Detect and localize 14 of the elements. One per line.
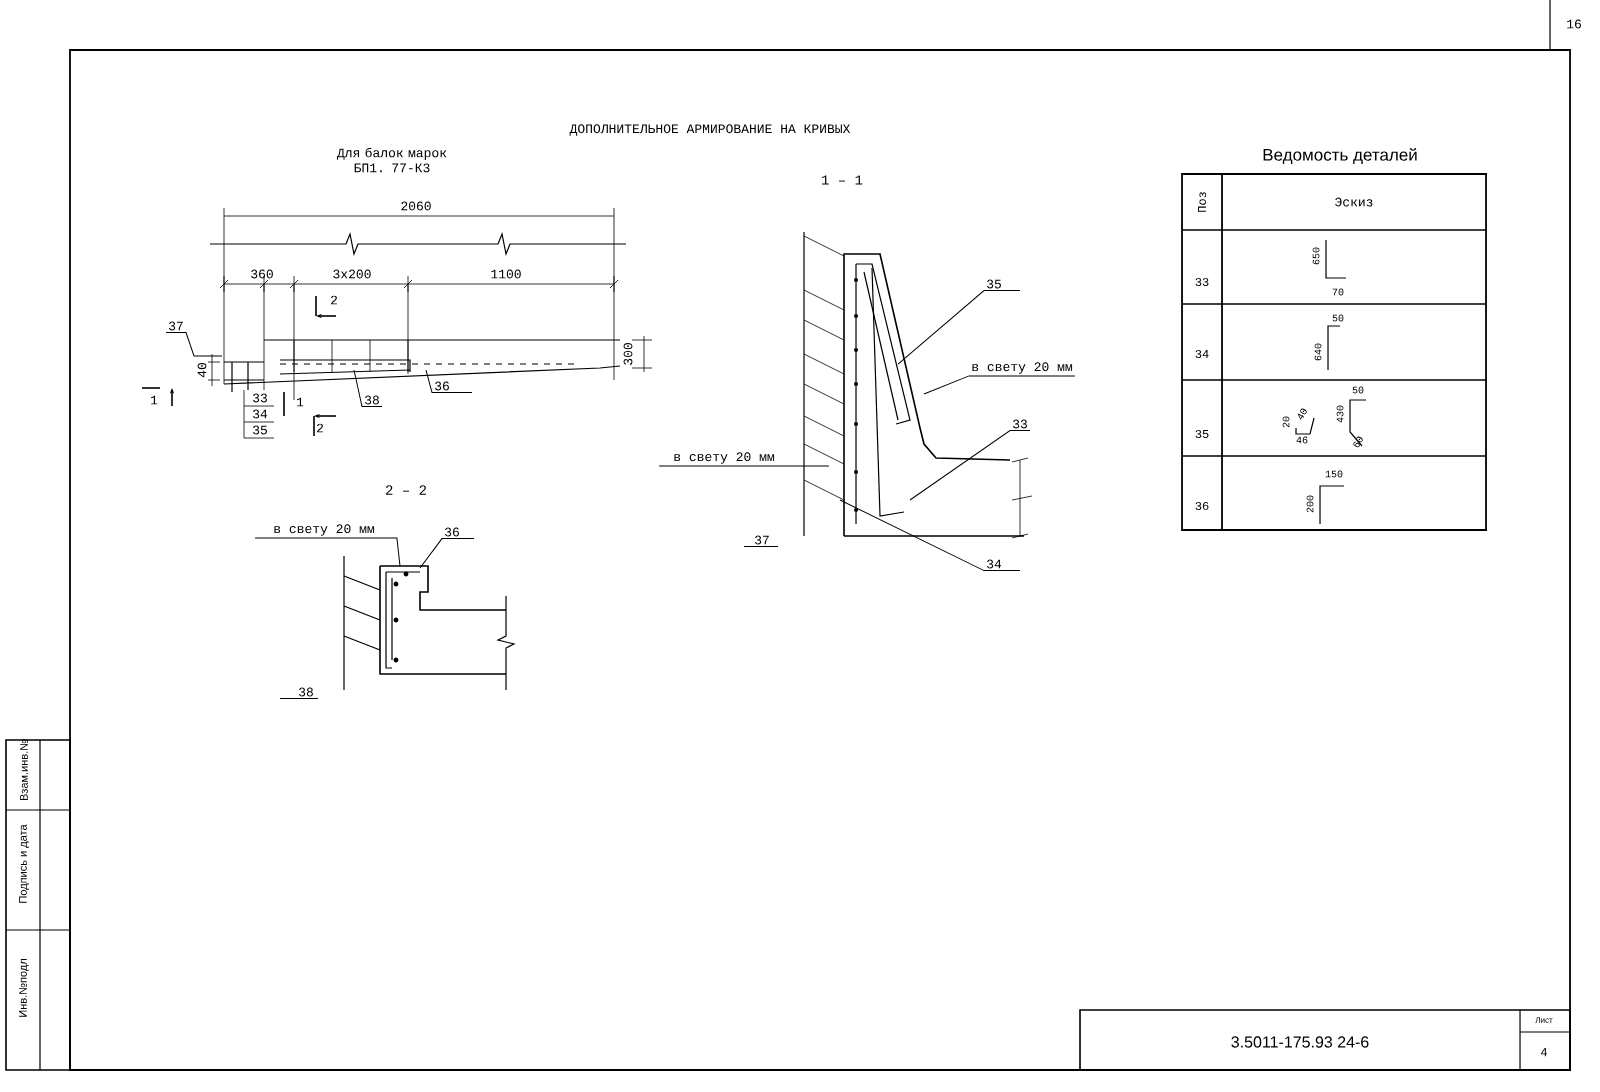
leader-line xyxy=(743,546,779,548)
leader-line xyxy=(923,375,1076,395)
leader-line xyxy=(279,698,319,700)
leader-line xyxy=(353,369,383,408)
leader-line xyxy=(254,537,401,567)
leader-line xyxy=(839,499,1021,572)
leader-line xyxy=(909,430,1031,501)
document-code: 3.5011-175.93 24-6 xyxy=(1231,1036,1369,1048)
leader-line xyxy=(897,290,1021,365)
table-title: Ведомость деталей xyxy=(1263,148,1417,164)
leader-line xyxy=(165,332,223,357)
leader-line xyxy=(425,369,473,394)
leader-line xyxy=(658,465,830,467)
leader-line xyxy=(419,538,475,569)
